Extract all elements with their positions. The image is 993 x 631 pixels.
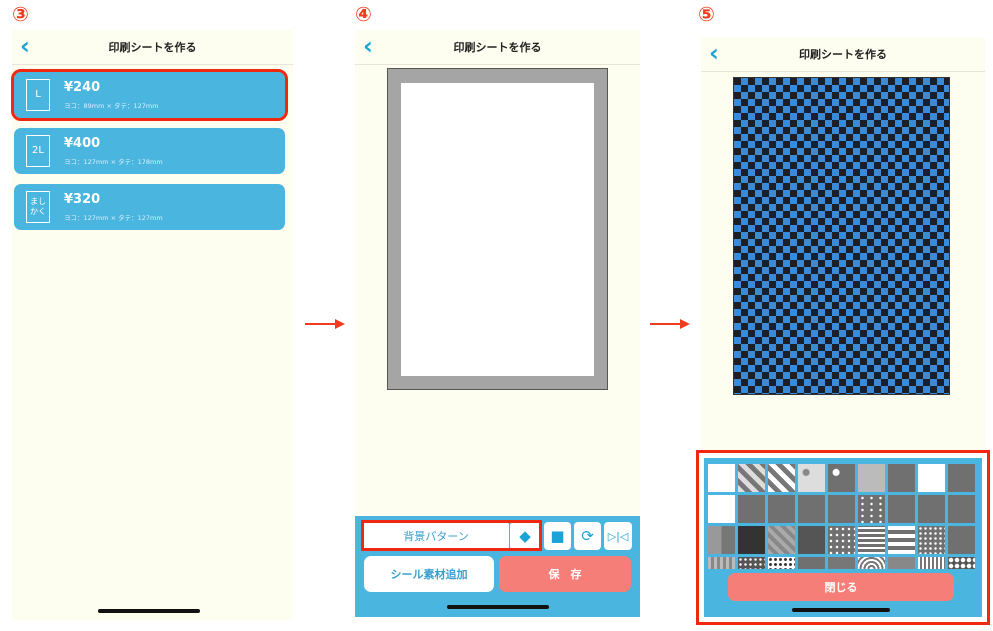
dimensions: ヨコ：127mm × タテ：127mm (64, 214, 163, 222)
print-sheet-preview[interactable] (733, 77, 950, 395)
page-title: 印刷シートを作る (453, 41, 542, 54)
step-3-label: ③ (12, 2, 29, 26)
home-indicator (98, 609, 200, 613)
pattern-tile[interactable] (888, 526, 915, 554)
arrow-right-icon (305, 319, 345, 329)
size-select-screen: ‹ 印刷シートを作る L ¥240 ヨコ：89mm × タテ：127mm 2L … (11, 30, 293, 620)
pattern-tile[interactable] (918, 526, 945, 554)
pattern-grid (708, 464, 980, 569)
rotate-icon[interactable]: ⟳ (574, 522, 601, 550)
pattern-tile[interactable] (708, 464, 735, 492)
step-5-label: ⑤ (698, 2, 715, 26)
pattern-tile[interactable] (948, 495, 975, 523)
pattern-tile[interactable] (858, 464, 885, 492)
size-icon: 2L (26, 135, 50, 167)
pattern-tile[interactable] (948, 526, 975, 554)
page-title: 印刷シートを作る (108, 41, 197, 54)
pattern-tile[interactable] (798, 557, 825, 569)
paint-bucket-icon[interactable]: ◆ (510, 522, 540, 550)
price: ¥240 (64, 80, 101, 95)
pattern-tile[interactable] (768, 464, 795, 492)
pattern-tile[interactable] (828, 495, 855, 523)
pattern-tile[interactable] (918, 495, 945, 523)
pattern-tile[interactable] (918, 464, 945, 492)
size-icon: L (26, 79, 50, 111)
pattern-tile[interactable] (768, 495, 795, 523)
price: ¥400 (64, 136, 101, 151)
step-4-label: ④ (355, 2, 372, 26)
background-pattern-button[interactable]: 背景パターン (363, 522, 509, 550)
pattern-tile[interactable] (738, 495, 765, 523)
pattern-tile[interactable] (948, 557, 975, 569)
pattern-tile[interactable] (708, 526, 735, 554)
size-option-square[interactable]: ましかく ¥320 ヨコ：127mm × タテ：127mm (14, 184, 285, 230)
pattern-tile[interactable] (738, 526, 765, 554)
pattern-tile[interactable] (888, 495, 915, 523)
size-option-2l[interactable]: 2L ¥400 ヨコ：127mm × タテ：178mm (14, 128, 285, 174)
back-button[interactable]: ‹ (20, 32, 30, 60)
save-button[interactable]: 保 存 (499, 556, 631, 592)
print-sheet-preview[interactable] (387, 68, 608, 390)
back-button[interactable]: ‹ (363, 32, 373, 60)
pattern-tile[interactable] (798, 495, 825, 523)
pattern-tile[interactable] (798, 526, 825, 554)
page-title: 印刷シートを作る (799, 48, 887, 61)
pattern-tile[interactable] (768, 526, 795, 554)
home-indicator (792, 608, 890, 612)
dimensions: ヨコ：127mm × タテ：178mm (64, 158, 163, 166)
pattern-tile[interactable] (918, 557, 945, 569)
header: ‹ 印刷シートを作る (355, 30, 640, 65)
header: ‹ 印刷シートを作る (701, 37, 985, 72)
pattern-tile[interactable] (738, 557, 765, 569)
pattern-tile[interactable] (888, 464, 915, 492)
price: ¥320 (64, 192, 101, 207)
close-button[interactable]: 閉じる (728, 573, 954, 601)
pattern-tile[interactable] (708, 557, 735, 569)
pattern-tile[interactable] (768, 557, 795, 569)
pattern-tile[interactable] (858, 557, 885, 569)
pattern-tile[interactable] (858, 495, 885, 523)
dimensions: ヨコ：89mm × タテ：127mm (64, 102, 159, 110)
pattern-tile[interactable] (708, 495, 735, 523)
pattern-tile[interactable] (828, 464, 855, 492)
home-indicator (447, 605, 549, 609)
pattern-tile[interactable] (798, 464, 825, 492)
add-sticker-button[interactable]: シール素材追加 (364, 556, 494, 592)
print-area (401, 83, 594, 376)
header: ‹ 印刷シートを作る (12, 30, 293, 65)
resize-icon[interactable]: ■ (544, 522, 571, 550)
pattern-tile[interactable] (858, 526, 885, 554)
pattern-tile[interactable] (828, 526, 855, 554)
flip-icon[interactable]: ▷|◁ (604, 522, 632, 550)
back-button[interactable]: ‹ (709, 39, 719, 67)
bg-pattern-highlight (361, 520, 542, 551)
pattern-tile[interactable] (828, 557, 855, 569)
size-icon: ましかく (26, 191, 50, 223)
size-option-l[interactable]: L ¥240 ヨコ：89mm × タテ：127mm (11, 69, 288, 121)
pattern-tile[interactable] (738, 464, 765, 492)
arrow-right-icon (650, 319, 690, 329)
pattern-tile[interactable] (888, 557, 915, 569)
pattern-tile[interactable] (948, 464, 975, 492)
